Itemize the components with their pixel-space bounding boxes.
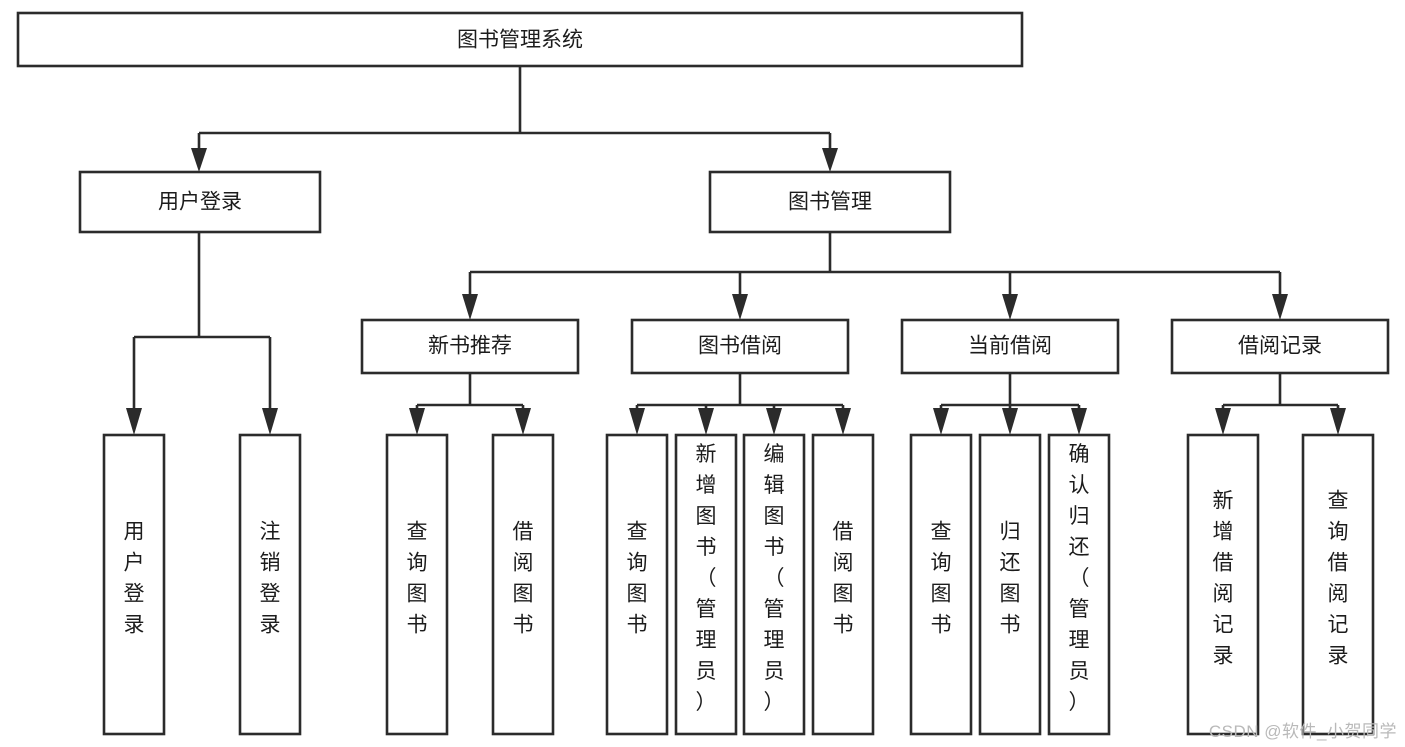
node-leaf-borrow-do[interactable]: 借阅图书 [811,433,875,736]
node-user-login-box[interactable] [78,170,322,234]
node-leaf-borrow-do-label: 借阅图书 [833,521,854,637]
node-leaf-user-login[interactable]: 用户登录 [102,433,166,736]
arrow-to-leaf-rec-search [1330,408,1346,435]
node-leaf-rec-query[interactable]: 查询图书 [385,433,449,736]
node-root-box[interactable] [16,11,1024,68]
node-leaf-rec-add-label: 新增借阅记录 [1213,490,1234,668]
node-leaf-cur-return-box[interactable] [978,433,1042,736]
arrow-to-leaf-cur-query [933,408,949,435]
arrow-to-leaf-borrow-do [835,408,851,435]
arrow-to-leaf-rec-query [409,408,425,435]
node-book-borrow-box[interactable] [630,318,850,375]
node-leaf-rec-borrow[interactable]: 借阅图书 [491,433,555,736]
node-leaf-cur-query-box[interactable] [909,433,973,736]
node-borrow-record-label: 借阅记录 [1238,335,1322,358]
arrow-to-leaf-borrow-edit [766,408,782,435]
arrow-to-leaf-user-login [126,408,142,435]
node-leaf-rec-add-box[interactable] [1186,433,1260,736]
arrow-to-leaf-borrow-add [698,408,714,435]
node-leaf-borrow-query-label: 查询图书 [627,521,648,637]
node-new-book-rec[interactable]: 新书推荐 [360,318,580,375]
node-leaf-user-logout-box[interactable] [238,433,302,736]
node-leaf-rec-search-box[interactable] [1301,433,1375,736]
node-leaf-user-login-box[interactable] [102,433,166,736]
node-leaf-cur-confirm[interactable]: 确认归还（管理员） [1047,433,1111,736]
arrow-to-borrow-record [1272,294,1288,320]
node-book-manage[interactable]: 图书管理 [708,170,952,234]
node-book-manage-box[interactable] [708,170,952,234]
watermark-label: CSDN @软件_小贺同学 [1208,722,1397,741]
arrow-to-leaf-cur-confirm [1071,408,1087,435]
node-leaf-cur-return[interactable]: 归还图书 [978,433,1042,736]
node-leaf-borrow-query-box[interactable] [605,433,669,736]
node-user-login[interactable]: 用户登录 [78,170,322,234]
node-leaf-user-login-label: 用户登录 [124,521,145,637]
node-leaf-cur-confirm-box[interactable] [1047,433,1111,736]
node-current-borrow[interactable]: 当前借阅 [900,318,1120,375]
arrow-to-leaf-rec-borrow [515,408,531,435]
node-leaf-rec-query-box[interactable] [385,433,449,736]
node-root[interactable]: 图书管理系统 [16,11,1024,68]
node-leaf-borrow-edit-box[interactable] [742,433,806,736]
node-leaf-user-logout[interactable]: 注销登录 [238,433,302,736]
arrow-to-leaf-borrow-query [629,408,645,435]
node-leaf-rec-query-label: 查询图书 [407,521,428,637]
node-user-login-label: 用户登录 [158,191,242,214]
arrow-to-new-book-rec [462,294,478,320]
node-leaf-borrow-add[interactable]: 新增图书（管理员） [674,433,738,736]
arrow-to-user-login [191,148,207,172]
node-borrow-record[interactable]: 借阅记录 [1170,318,1390,375]
node-leaf-cur-query[interactable]: 查询图书 [909,433,973,736]
node-book-borrow-label: 图书借阅 [698,335,782,358]
node-borrow-record-box[interactable] [1170,318,1390,375]
node-leaf-rec-add[interactable]: 新增借阅记录 [1186,433,1260,736]
arrow-to-book-borrow [732,294,748,320]
node-leaf-rec-borrow-label: 借阅图书 [513,521,534,637]
node-leaf-borrow-do-box[interactable] [811,433,875,736]
node-current-borrow-label: 当前借阅 [968,335,1052,358]
arrow-to-leaf-rec-add [1215,408,1231,435]
arrow-to-leaf-cur-return [1002,408,1018,435]
node-book-borrow[interactable]: 图书借阅 [630,318,850,375]
node-leaf-borrow-query[interactable]: 查询图书 [605,433,669,736]
node-leaf-rec-search-label: 查询借阅记录 [1328,490,1349,668]
node-leaf-borrow-add-label: 新增图书（管理员） [696,443,717,714]
node-root-label: 图书管理系统 [457,29,583,52]
connector-layer [126,66,1346,435]
node-leaf-cur-confirm-label: 确认归还（管理员） [1069,443,1090,714]
node-current-borrow-box[interactable] [900,318,1120,375]
node-book-manage-label: 图书管理 [788,191,872,214]
node-leaf-rec-search[interactable]: 查询借阅记录 [1301,433,1375,736]
node-leaf-borrow-add-box[interactable] [674,433,738,736]
node-leaf-borrow-edit[interactable]: 编辑图书（管理员） [742,433,806,736]
node-new-book-rec-label: 新书推荐 [428,335,512,358]
node-leaf-rec-borrow-box[interactable] [491,433,555,736]
arrow-to-book-manage [822,148,838,172]
node-leaf-cur-query-label: 查询图书 [931,521,952,637]
node-leaf-borrow-edit-label: 编辑图书（管理员） [764,443,785,714]
node-leaf-user-logout-label: 注销登录 [260,521,281,637]
node-new-book-rec-box[interactable] [360,318,580,375]
arrow-to-current-borrow [1002,294,1018,320]
arrow-to-leaf-user-logout [262,408,278,435]
node-leaf-cur-return-label: 归还图书 [1000,521,1021,637]
